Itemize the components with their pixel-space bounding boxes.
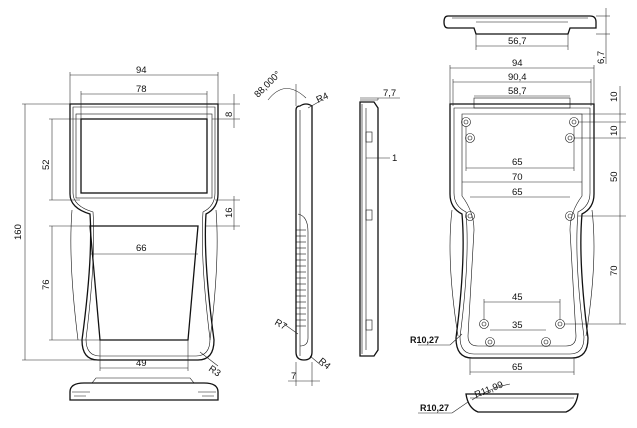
dim-front-width-window: 78 bbox=[136, 84, 147, 95]
dim-front-offset-mid: 16 bbox=[224, 207, 235, 218]
rear-screw-holes bbox=[461, 117, 579, 347]
dim-front-height-total: 160 bbox=[13, 224, 24, 240]
dim-rear-holes-bottom-35: 35 bbox=[512, 320, 523, 331]
dim-front-width-total: 94 bbox=[136, 65, 147, 76]
dim-rear-width-inner: 90,4 bbox=[508, 72, 527, 83]
dim-rear-holes-bottom-45: 45 bbox=[512, 292, 523, 303]
side-grip bbox=[297, 213, 309, 347]
rear-outline-inner bbox=[453, 107, 591, 355]
front-end-view bbox=[69, 377, 219, 401]
top-view: 56,7 6,7 bbox=[443, 8, 610, 64]
dim-rear-offset-10a: 10 bbox=[609, 91, 620, 102]
dim-front-offset-top: 8 bbox=[224, 112, 235, 117]
section-outline bbox=[359, 101, 379, 357]
bottom-view: R11,99 R10,27 bbox=[418, 379, 579, 414]
dim-front-width-lower-bottom: 49 bbox=[136, 358, 147, 369]
rear-view: 94 90,4 58,7 65 70 65 45 35 65 bbox=[410, 58, 626, 375]
dim-front-width-lower-top: 66 bbox=[136, 243, 147, 254]
front-grip-right bbox=[209, 209, 218, 341]
top-view-outline bbox=[443, 15, 597, 35]
rear-battery-cover bbox=[461, 113, 583, 347]
dim-top-width-inner: 56,7 bbox=[508, 36, 527, 47]
dim-rear-holes-top: 65 bbox=[512, 157, 523, 168]
dim-side-radius-grip: R7 bbox=[273, 317, 289, 333]
front-outline-inner bbox=[72, 106, 216, 357]
dim-bottom-radius-outer: R10,27 bbox=[420, 403, 449, 413]
dim-rear-offset-10b: 10 bbox=[609, 125, 620, 136]
dim-front-height-window: 52 bbox=[41, 159, 52, 170]
dim-rear-width-recess: 58,7 bbox=[508, 86, 527, 97]
dim-side-thickness: 7 bbox=[291, 371, 296, 382]
dim-section-depth: 7,7 bbox=[383, 88, 396, 99]
front-view: 94 78 160 52 76 66 49 8 bbox=[13, 65, 240, 379]
end-view-outline bbox=[69, 382, 219, 401]
dim-front-height-lower: 76 bbox=[41, 279, 52, 290]
section-view: 7,7 1 bbox=[359, 88, 400, 357]
dim-section-wall: 1 bbox=[392, 153, 397, 164]
front-grip-left bbox=[70, 209, 79, 341]
dim-rear-height-50: 50 bbox=[609, 171, 620, 182]
side-grip-ribs bbox=[296, 229, 306, 327]
dim-top-height: 6,7 bbox=[596, 51, 607, 64]
dim-side-radius-top: R4 bbox=[315, 91, 331, 106]
dim-side-angle: 88,000° bbox=[252, 69, 283, 100]
dim-rear-width-total: 94 bbox=[512, 58, 523, 69]
dim-rear-holes-mid: 70 bbox=[512, 172, 523, 183]
front-display-window bbox=[80, 118, 208, 194]
side-view: 88,000° R4 R7 R4 7 bbox=[252, 69, 332, 386]
bottom-view-outline bbox=[465, 393, 579, 413]
dim-rear-radius-left: R10,27 bbox=[410, 335, 439, 345]
dim-bottom-radius-inner: R11,99 bbox=[473, 379, 505, 400]
dim-side-radius-bottom: R4 bbox=[316, 356, 332, 372]
front-window-bezel bbox=[75, 113, 213, 199]
dim-front-corner-radius: R3 bbox=[206, 363, 222, 379]
rear-outline bbox=[449, 103, 595, 359]
rear-recess bbox=[473, 97, 571, 109]
front-outline bbox=[69, 103, 219, 361]
dim-rear-height-70: 70 bbox=[609, 265, 620, 276]
rear-grip-right bbox=[585, 209, 595, 337]
side-outline bbox=[295, 103, 313, 361]
rear-grip-left bbox=[449, 209, 459, 337]
dim-rear-width-bottom: 65 bbox=[512, 362, 523, 373]
dim-rear-holes-low: 65 bbox=[512, 187, 523, 198]
